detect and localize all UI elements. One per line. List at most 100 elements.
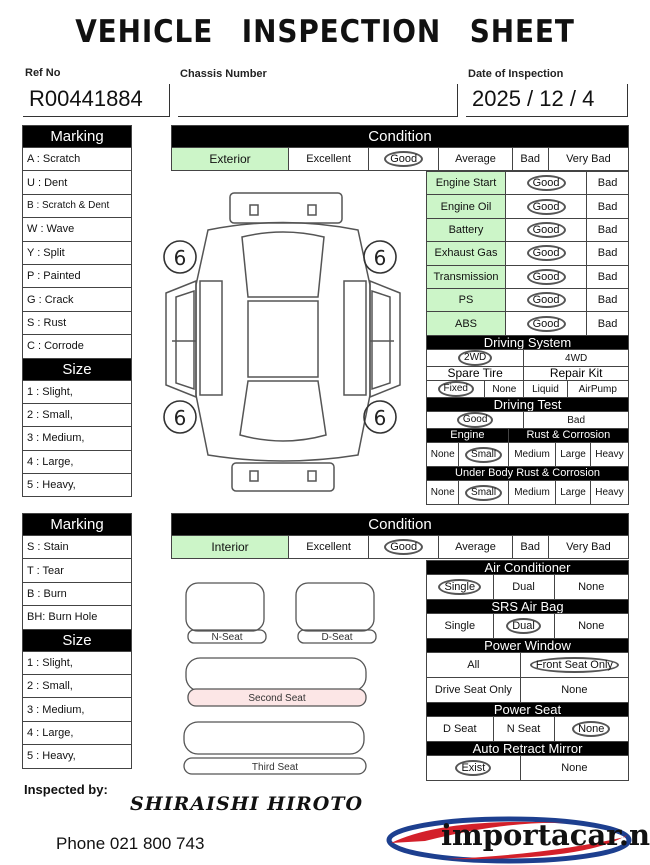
srs-single[interactable]: Single bbox=[426, 613, 494, 639]
chassis-field[interactable] bbox=[178, 84, 458, 117]
item-good[interactable]: Good bbox=[504, 311, 588, 336]
drive-4wd[interactable]: 4WD bbox=[523, 349, 629, 367]
spare-none[interactable]: None bbox=[484, 380, 525, 398]
item-good[interactable]: Good bbox=[504, 194, 588, 219]
size-header: Size bbox=[22, 357, 132, 381]
underbody-medium[interactable]: Medium bbox=[507, 480, 557, 505]
marking-item: W : Wave bbox=[22, 217, 132, 242]
inspected-by-label: Inspected by: bbox=[24, 782, 108, 797]
item-bad[interactable]: Bad bbox=[586, 264, 629, 289]
grade-good[interactable]: Good bbox=[368, 535, 440, 559]
interior-grade-table: Condition Interior Excellent Good Averag… bbox=[171, 513, 630, 559]
logo-text: importacar.nz bbox=[441, 818, 650, 852]
driving-system-header: Driving System bbox=[426, 335, 629, 350]
item-good-label: Good bbox=[526, 175, 566, 192]
item-good[interactable]: Good bbox=[504, 264, 588, 289]
test-good-label: Good bbox=[456, 412, 494, 428]
engine-none[interactable]: None bbox=[425, 442, 460, 467]
ps-none[interactable]: None bbox=[553, 716, 629, 742]
size-item: 4 : Large, bbox=[22, 720, 132, 746]
engine-heavy[interactable]: Heavy bbox=[589, 442, 630, 467]
date-field[interactable]: 2025 / 12 / 4 bbox=[466, 84, 628, 117]
marking-item: Y : Split bbox=[22, 240, 132, 265]
grade-very-bad[interactable]: Very Bad bbox=[547, 535, 630, 559]
driving-test-header: Driving Test bbox=[426, 397, 629, 412]
grade-good[interactable]: Good bbox=[368, 147, 440, 171]
underbody-none[interactable]: None bbox=[425, 480, 460, 505]
pw-all[interactable]: All bbox=[426, 652, 521, 678]
underbody-small[interactable]: Small bbox=[458, 480, 509, 505]
underbody-large[interactable]: Large bbox=[555, 480, 591, 505]
item-good[interactable]: Good bbox=[504, 217, 588, 243]
drive-2wd[interactable]: 2WD bbox=[425, 349, 525, 367]
marking-item: U : Dent bbox=[22, 170, 132, 195]
marking-item: P : Painted bbox=[22, 263, 132, 289]
item-good-label: Good bbox=[526, 245, 566, 262]
test-bad[interactable]: Bad bbox=[523, 411, 629, 429]
pw-front-seat-only[interactable]: Front Seat Only bbox=[519, 652, 630, 678]
grade-excellent[interactable]: Excellent bbox=[287, 535, 370, 559]
item-good[interactable]: Good bbox=[504, 241, 588, 266]
phone-number: Phone 021 800 743 bbox=[56, 834, 205, 853]
power-window-header: Power Window bbox=[426, 638, 629, 653]
size-item: 3 : Medium, bbox=[22, 426, 132, 451]
item-bad[interactable]: Bad bbox=[586, 194, 629, 219]
pw-drive-seat-only[interactable]: Drive Seat Only bbox=[426, 677, 521, 703]
item-bad[interactable]: Bad bbox=[586, 217, 629, 243]
condition-header: Condition bbox=[171, 125, 629, 148]
srs-none[interactable]: None bbox=[553, 613, 629, 639]
ac-dual[interactable]: Dual bbox=[492, 574, 555, 600]
interior-label: Interior bbox=[171, 535, 289, 559]
ac-single[interactable]: Single bbox=[426, 574, 494, 600]
item-bad[interactable]: Bad bbox=[586, 241, 629, 266]
item-bad[interactable]: Bad bbox=[586, 170, 629, 196]
grade-very-bad[interactable]: Very Bad bbox=[547, 147, 630, 171]
arm-none[interactable]: None bbox=[519, 755, 630, 781]
exterior-label: Exterior bbox=[171, 147, 289, 171]
ac-none[interactable]: None bbox=[553, 574, 629, 600]
engine-small[interactable]: Small bbox=[458, 442, 509, 467]
pw-front-label: Front Seat Only bbox=[529, 657, 619, 673]
chassis-label: Chassis Number bbox=[180, 68, 267, 80]
power-seat-header: Power Seat bbox=[426, 702, 629, 717]
engine-large[interactable]: Large bbox=[555, 442, 591, 467]
test-good[interactable]: Good bbox=[425, 411, 525, 429]
srs-dual[interactable]: Dual bbox=[492, 613, 555, 639]
tire-mark-front-left: 6 bbox=[174, 246, 187, 270]
grade-average[interactable]: Average bbox=[438, 535, 513, 559]
pw-none[interactable]: None bbox=[519, 677, 630, 703]
marking-item: B : Scratch & Dent bbox=[22, 193, 132, 219]
item-name: ABS bbox=[426, 311, 506, 336]
spare-fixed[interactable]: Fixed bbox=[425, 380, 486, 398]
kit-liquid[interactable]: Liquid bbox=[523, 380, 568, 398]
exterior-marking-table: Marking A : Scratch U : Dent B : Scratch… bbox=[22, 125, 132, 498]
grade-bad[interactable]: Bad bbox=[511, 535, 549, 559]
grade-excellent[interactable]: Excellent bbox=[287, 147, 370, 171]
marking-item: S : Rust bbox=[22, 310, 132, 336]
engine-medium[interactable]: Medium bbox=[507, 442, 557, 467]
item-bad[interactable]: Bad bbox=[586, 287, 629, 313]
item-good[interactable]: Good bbox=[504, 287, 588, 313]
ps-n-seat[interactable]: N Seat bbox=[492, 716, 555, 742]
arm-exist-label: Exist bbox=[455, 760, 492, 776]
item-bad[interactable]: Bad bbox=[586, 311, 629, 336]
kit-airpump[interactable]: AirPump bbox=[566, 380, 630, 398]
exterior-grade-table: Condition Exterior Excellent Good Averag… bbox=[171, 125, 630, 171]
ref-no-field[interactable]: R00441884 bbox=[23, 84, 170, 117]
ref-no-label: Ref No bbox=[25, 67, 61, 79]
item-name: Transmission bbox=[426, 264, 506, 289]
item-good-label: Good bbox=[526, 198, 566, 215]
size-item: 1 : Slight, bbox=[22, 650, 132, 675]
arm-exist[interactable]: Exist bbox=[426, 755, 521, 781]
item-good[interactable]: Good bbox=[504, 170, 588, 196]
item-name: Exhaust Gas bbox=[426, 241, 506, 266]
grade-bad[interactable]: Bad bbox=[511, 147, 549, 171]
size-item: 3 : Medium, bbox=[22, 697, 132, 722]
item-good-label: Good bbox=[526, 315, 566, 332]
underbody-heavy[interactable]: Heavy bbox=[589, 480, 630, 505]
underbody-header: Under Body Rust & Corrosion bbox=[426, 466, 629, 481]
ps-d-seat[interactable]: D Seat bbox=[426, 716, 494, 742]
grade-average[interactable]: Average bbox=[438, 147, 513, 171]
ps-none-label: None bbox=[572, 721, 611, 737]
inspector-signature: SHIRAISHI HIROTO bbox=[130, 793, 364, 815]
